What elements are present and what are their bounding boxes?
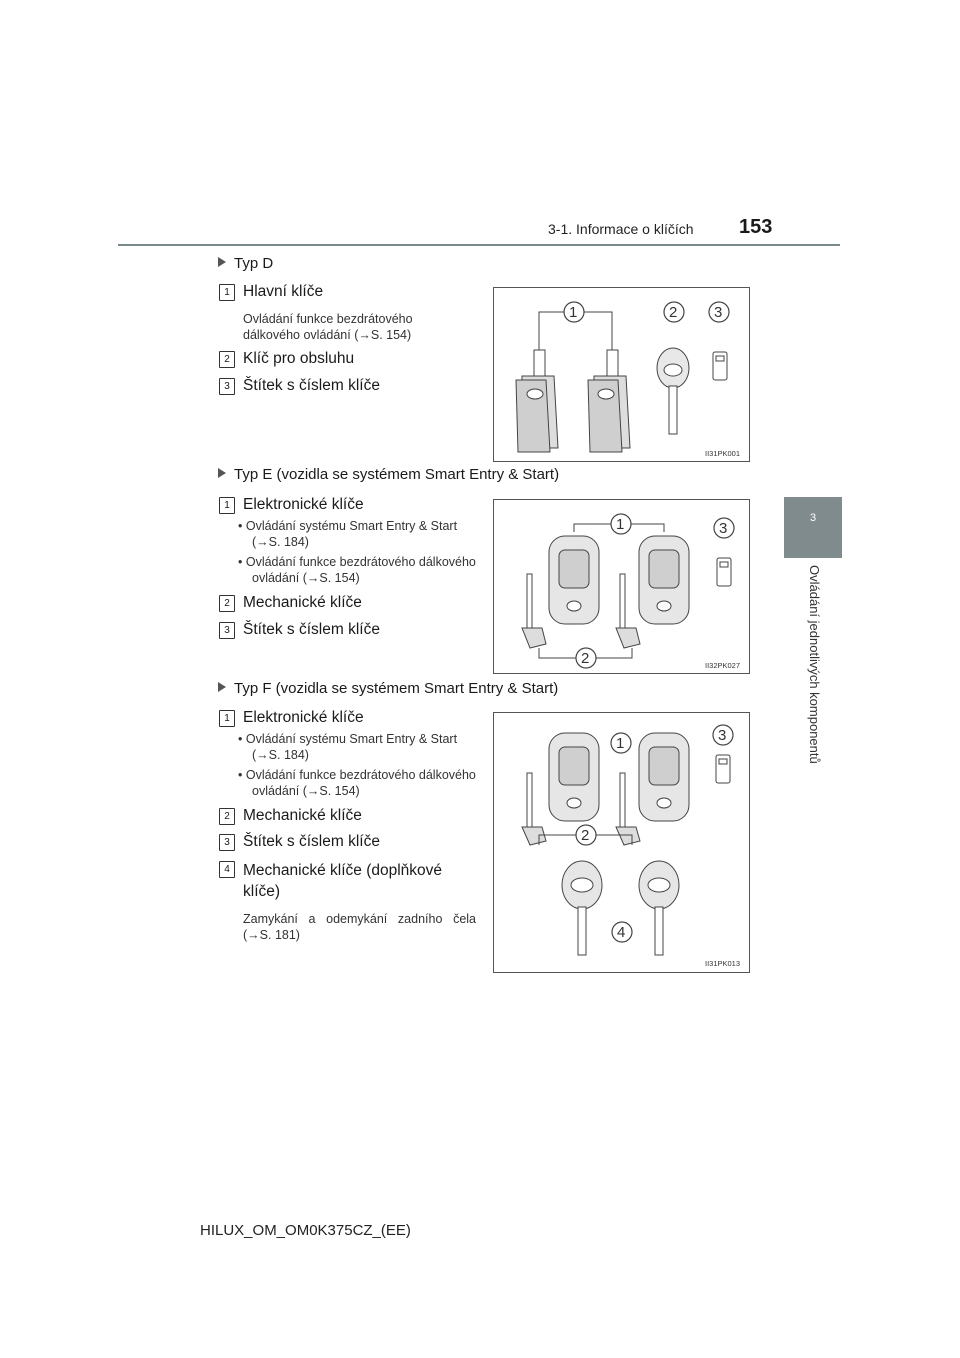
callout-2: 2	[581, 650, 589, 667]
callout-1: 1	[569, 304, 577, 321]
triangle-bullet-icon	[218, 682, 226, 692]
page-number: 153	[739, 216, 773, 238]
callout-3: 3	[714, 304, 722, 321]
item-title: Štítek s číslem klíče	[243, 833, 380, 850]
item-number: 4	[219, 861, 235, 878]
keys-illustration: 1 2 3	[515, 301, 730, 453]
item-number: 1	[219, 710, 235, 727]
heading-text: Typ D	[234, 255, 274, 272]
item-number: 3	[219, 378, 235, 395]
bullet-item: • Ovládání systému Smart Entry & Start (…	[238, 519, 458, 549]
chapter-number: 3	[809, 512, 817, 524]
callout-1: 1	[616, 735, 624, 752]
item-title: Štítek s číslem klíče	[243, 377, 380, 394]
item-title: Štítek s číslem klíče	[243, 621, 380, 638]
item-title: Mechanické klíče (doplňkové klíče)	[243, 862, 443, 900]
bullet-text: Ovládání systému Smart Entry & Start (→S…	[245, 732, 458, 762]
keys-illustration: 1 3 2 4	[521, 724, 734, 956]
key-figure-type-e: 1 3 2 II32PK027	[493, 499, 750, 674]
triangle-bullet-icon	[218, 468, 226, 478]
triangle-bullet-icon	[218, 257, 226, 267]
chapter-tab	[784, 497, 842, 558]
item-number: 1	[219, 284, 235, 301]
callout-4: 4	[617, 924, 625, 941]
item-number: 3	[219, 622, 235, 639]
type-e-heading: Typ E (vozidla se systémem Smart Entry &…	[218, 466, 559, 483]
bullet-text: Ovládání funkce bezdrátového dálkového o…	[245, 768, 476, 798]
callout-3: 3	[719, 520, 727, 537]
callout-1: 1	[616, 516, 624, 533]
figure-code: II31PK013	[705, 959, 741, 968]
bullet-item: • Ovládání funkce bezdrátového dálkového…	[238, 555, 476, 585]
section-title: 3-1. Informace o klíčích	[548, 221, 694, 237]
item-title: Mechanické klíče	[243, 807, 362, 824]
key-figure-type-f: 1 3 2 4 II31PK013	[493, 712, 750, 973]
chapter-title: Ovládání jednotlivých komponentů	[807, 565, 822, 764]
manual-code: HILUX_OM_OM0K375CZ_(EE)	[200, 1222, 411, 1239]
item-number: 1	[219, 497, 235, 514]
bullet-text: Ovládání systému Smart Entry & Start (→S…	[245, 519, 458, 549]
bullet-item: • Ovládání systému Smart Entry & Start (…	[238, 732, 458, 762]
item-number: 2	[219, 595, 235, 612]
bullet-item: • Ovládání funkce bezdrátového dálkového…	[238, 768, 476, 798]
item-title: Klíč pro obsluhu	[243, 350, 355, 367]
item-description: Ovládání funkce bezdrátového dálkového o…	[243, 312, 413, 342]
figure-code: II31PK001	[705, 449, 741, 458]
callout-2: 2	[581, 827, 589, 844]
item-number: 3	[219, 834, 235, 851]
item-title: Hlavní klíče	[243, 283, 324, 300]
item-description: Zamykání a odemykání zadního čela (→S. 1…	[243, 912, 476, 942]
heading-text: Typ F (vozidla se systémem Smart Entry &…	[234, 680, 559, 697]
item-number: 2	[219, 808, 235, 825]
item-number: 2	[219, 351, 235, 368]
keys-illustration: 1 3 2	[521, 513, 735, 669]
callout-3: 3	[718, 727, 726, 744]
heading-text: Typ E (vozidla se systémem Smart Entry &…	[234, 466, 560, 483]
key-figure-type-d: 1 2 3 II31PK001	[493, 287, 750, 462]
callout-2: 2	[669, 304, 677, 321]
item-title: Mechanické klíče	[243, 594, 362, 611]
item-title: Elektronické klíče	[243, 709, 364, 726]
bullet-text: Ovládání funkce bezdrátového dálkového o…	[245, 555, 476, 585]
header-divider	[118, 244, 840, 246]
type-d-heading: Typ D	[218, 255, 273, 272]
figure-code: II32PK027	[705, 661, 741, 670]
type-f-heading: Typ F (vozidla se systémem Smart Entry &…	[218, 680, 558, 697]
item-title: Elektronické klíče	[243, 496, 364, 513]
